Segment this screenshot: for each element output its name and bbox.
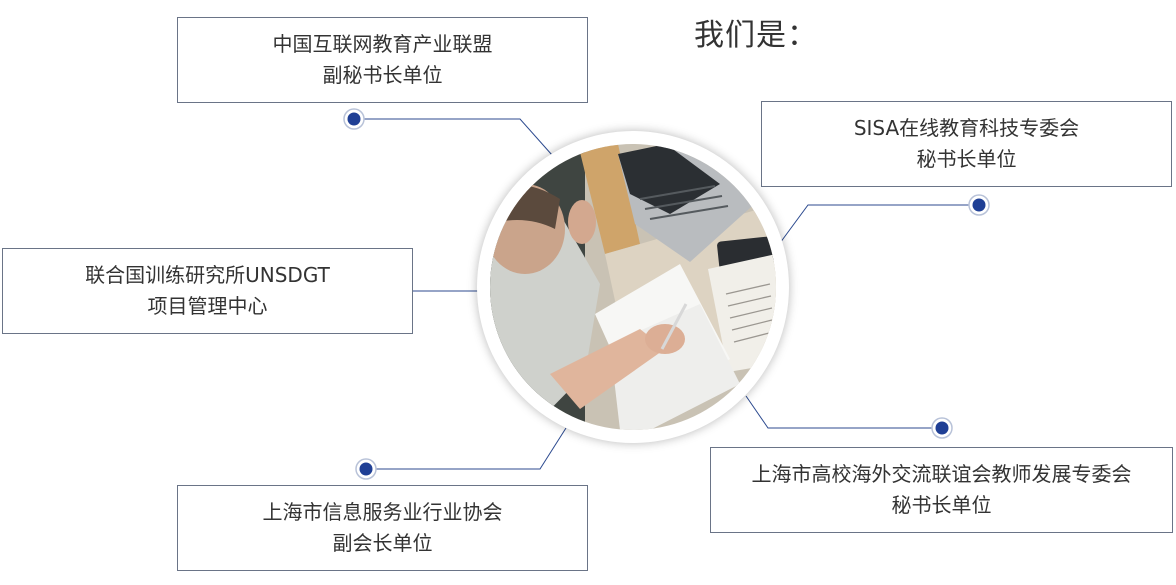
- org-box-unsdgt-center: 联合国训练研究所UNSDGT 项目管理中心: [2, 248, 413, 334]
- org-name: 上海市高校海外交流联谊会教师发展专委会: [751, 462, 1132, 486]
- org-box-sisa-committee: SISA在线教育科技专委会 秘书长单位: [761, 101, 1172, 187]
- org-name: 联合国训练研究所UNSDGT: [85, 263, 330, 287]
- dot-2-icon: [968, 194, 990, 216]
- connector-2: [779, 204, 979, 244]
- dot-4-icon: [931, 417, 953, 439]
- connector-1: [354, 118, 553, 156]
- person-writing-at-desk-photo: [490, 144, 776, 430]
- dot-5-icon: [355, 458, 377, 480]
- org-role: 秘书长单位: [916, 147, 1017, 171]
- org-role: 副秘书长单位: [322, 63, 443, 87]
- org-name: 中国互联网教育产业联盟: [272, 32, 493, 56]
- org-name: SISA在线教育科技专委会: [853, 116, 1080, 140]
- connector-4: [745, 395, 942, 429]
- org-name: 上海市信息服务业行业协会: [262, 500, 503, 524]
- dot-1-icon: [343, 108, 365, 130]
- org-box-teacher-development-committee: 上海市高校海外交流联谊会教师发展专委会 秘书长单位: [710, 447, 1173, 533]
- page-heading: 我们是：: [694, 18, 818, 53]
- org-role: 副会长单位: [332, 531, 433, 555]
- org-box-information-service-association: 上海市信息服务业行业协会 副会长单位: [177, 485, 588, 571]
- org-role: 秘书长单位: [891, 493, 992, 517]
- org-box-internet-education-alliance: 中国互联网教育产业联盟 副秘书长单位: [177, 17, 588, 103]
- org-role: 项目管理中心: [147, 294, 268, 318]
- connector-5: [366, 427, 567, 470]
